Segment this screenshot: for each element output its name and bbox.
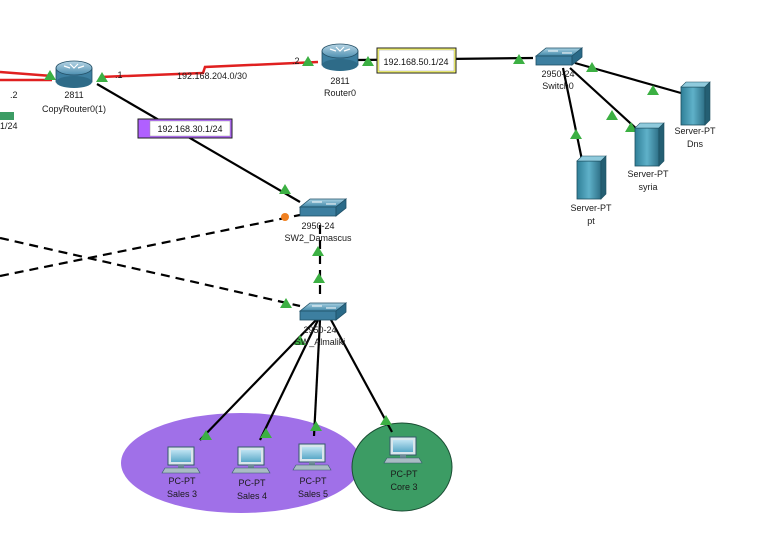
pc-sales5-name-label: Sales 5 — [298, 489, 328, 499]
switch-icon — [534, 47, 584, 66]
link-switch0-syria[interactable] — [569, 67, 641, 133]
ip-note-router0-lan[interactable]: 192.168.50.1/24 — [376, 47, 457, 74]
pc-core3-device[interactable]: PC-PT Core 3 — [383, 436, 423, 492]
switch-icon — [298, 198, 348, 217]
server-pt-device[interactable]: Server-PT pt — [570, 155, 612, 226]
server-icon — [680, 81, 711, 126]
serial-link-left-upper[interactable] — [0, 70, 53, 78]
pc-sales4-name-label: Sales 4 — [237, 491, 267, 501]
serial-links — [0, 60, 319, 82]
router0-device[interactable]: 2811 Router0 — [321, 43, 359, 98]
sw-almaliki-device[interactable]: 2950-24 SW_Almaliki — [295, 302, 348, 347]
crossover-link-left-lower[interactable] — [0, 213, 301, 278]
server-dns-device[interactable]: Server-PT Dns — [674, 81, 716, 149]
server-icon — [634, 122, 665, 167]
switch0-model-label: 2950-24 — [541, 69, 574, 79]
copyrouter-model-label: 2811 — [64, 90, 83, 100]
sw2-damascus-device[interactable]: 2950-24 SW2_Damascus — [284, 198, 352, 243]
pc-sales5-type-label: PC-PT — [300, 476, 328, 486]
link-almaliki-core3[interactable] — [329, 317, 393, 433]
left-cut-label: 1/24 — [0, 121, 18, 131]
server-dns-name-label: Dns — [687, 139, 704, 149]
link-switch0-pt[interactable] — [561, 67, 584, 161]
pc-sales4-type-label: PC-PT — [239, 478, 267, 488]
server-syria-name-label: syria — [638, 182, 657, 192]
link-almaliki-sales5[interactable] — [312, 319, 322, 437]
switch0-device[interactable]: 2950-24 Switch0 — [534, 47, 584, 91]
sw2-damascus-name-label: SW2_Damascus — [284, 233, 352, 243]
link-almaliki-sales4[interactable] — [259, 319, 319, 441]
sw-almaliki-model-label: 2950-24 — [303, 325, 336, 335]
ip-note-copyrouter-lan[interactable]: 192.168.30.1/24 — [137, 118, 233, 139]
sw-almaliki-name-label: SW_Almaliki — [295, 337, 346, 347]
pc-sales3-type-label: PC-PT — [169, 476, 197, 486]
ethernet-links — [96, 56, 689, 441]
switch0-name-label: Switch0 — [542, 81, 574, 91]
pc-sales3-device[interactable]: PC-PT Sales 3 — [161, 446, 201, 499]
pc-sales4-device[interactable]: PC-PT Sales 4 — [231, 446, 271, 501]
server-pt-name-label: pt — [587, 216, 595, 226]
link-almaliki-sales3[interactable] — [199, 319, 317, 441]
left-cut-device-edge — [0, 112, 14, 120]
copyrouter-device[interactable]: 2811 CopyRouter0(1) — [42, 60, 106, 114]
pc-core3-name-label: Core 3 — [390, 482, 417, 492]
server-dns-type-label: Server-PT — [674, 126, 716, 136]
pc-icon — [383, 436, 423, 464]
server-icon — [576, 155, 607, 200]
pc-icon — [161, 446, 201, 474]
server-pt-type-label: Server-PT — [570, 203, 612, 213]
pc-core3-type-label: PC-PT — [391, 469, 419, 479]
router0-serial-port-label: .2 — [292, 56, 300, 66]
router-icon — [321, 43, 359, 71]
crossover-link-left-upper[interactable] — [0, 236, 301, 308]
router0-name-label: Router0 — [324, 88, 356, 98]
ip-note-router0-text: 192.168.50.1/24 — [383, 57, 448, 67]
sw2-damascus-model-label: 2950-24 — [301, 221, 334, 231]
core-area-ellipse[interactable] — [351, 422, 453, 512]
pc-sales3-name-label: Sales 3 — [167, 489, 197, 499]
pc-icon — [292, 443, 332, 471]
serial-network-label: 192.168.204.0/30 — [177, 71, 247, 81]
link-status-lights — [44, 54, 659, 440]
serial-link-copyrouter-router0[interactable] — [99, 60, 319, 79]
copyrouter-name-label: CopyRouter0(1) — [42, 104, 106, 114]
pc-icon — [231, 446, 271, 474]
link-copyrouter-sw2[interactable] — [96, 83, 301, 203]
router-icon — [55, 60, 93, 88]
copyrouter-serial-port-label: .1 — [115, 70, 123, 80]
ip-note-copyrouter-text: 192.168.30.1/24 — [157, 124, 222, 134]
server-syria-type-label: Server-PT — [627, 169, 669, 179]
switch-icon — [298, 302, 348, 321]
link-status-pending-light — [281, 213, 289, 221]
pc-sales5-device[interactable]: PC-PT Sales 5 — [292, 443, 332, 499]
router0-model-label: 2811 — [330, 76, 349, 86]
dashed-links — [0, 213, 322, 308]
left-port-label: .2 — [10, 90, 18, 100]
server-syria-device[interactable]: Server-PT syria — [627, 122, 669, 192]
